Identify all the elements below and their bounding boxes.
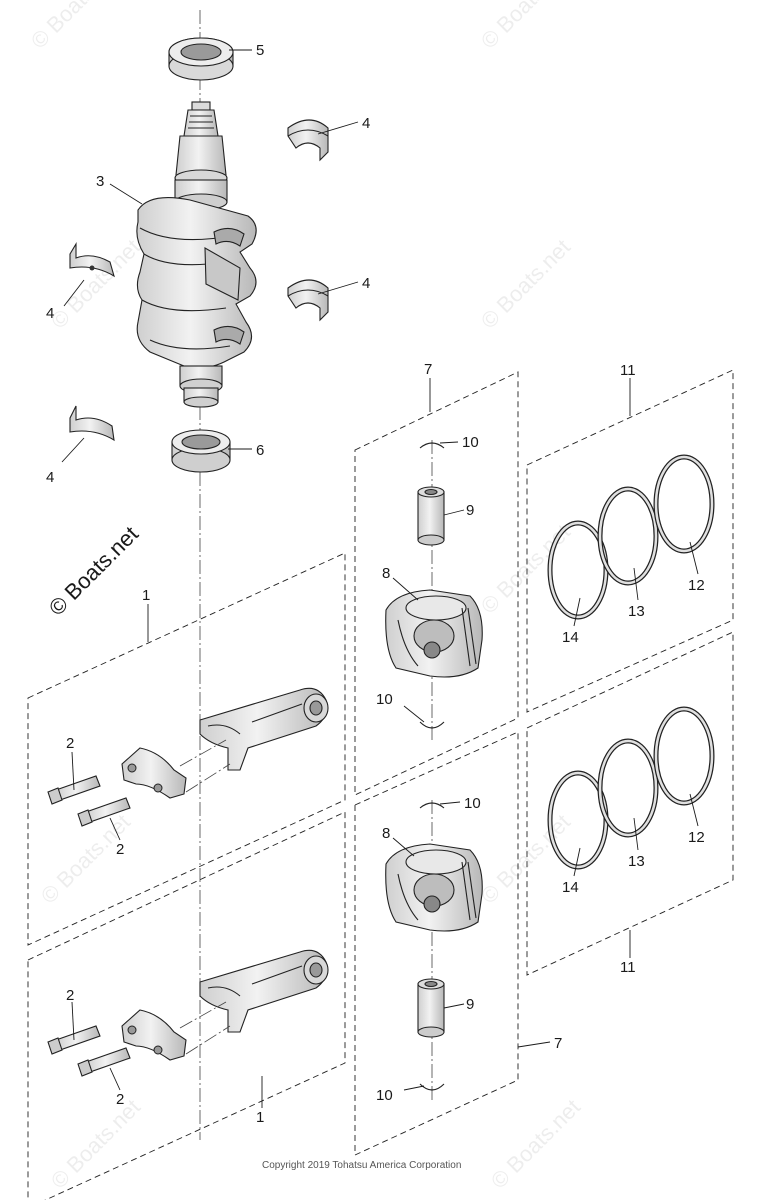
callout-9[interactable]: 9	[466, 996, 474, 1013]
callout-8[interactable]: 8	[382, 565, 390, 582]
watermark-main: © Boats.net	[44, 521, 143, 620]
callout-10[interactable]: 10	[462, 434, 479, 451]
watermark-text: © Boats.net	[26, 0, 125, 54]
callout-3[interactable]: 3	[96, 173, 104, 190]
rod-cap-upper	[121, 747, 187, 799]
rod-cap-lower	[121, 1009, 187, 1061]
callout-10[interactable]: 10	[376, 691, 393, 708]
piston-lower	[385, 843, 483, 932]
callout-12[interactable]: 12	[688, 577, 705, 594]
piston-ring-12-upper	[653, 454, 715, 554]
watermark-text: © Boats.net	[476, 0, 575, 54]
piston-ring-13-upper	[597, 486, 659, 586]
callout-2[interactable]: 2	[116, 841, 124, 858]
callout-4[interactable]: 4	[46, 469, 54, 486]
piston-ring-12-lower	[653, 706, 715, 806]
rod-center-line	[179, 739, 227, 767]
piston-group-box-upper	[354, 371, 519, 796]
rod-center-line	[179, 1001, 227, 1029]
rod-center-line	[185, 763, 231, 793]
connecting-rod-upper	[199, 687, 329, 771]
copyright-text: Copyright 2019 Tohatsu America Corporati…	[262, 1160, 461, 1171]
callout-4[interactable]: 4	[362, 275, 370, 292]
callout-7[interactable]: 7	[554, 1035, 562, 1052]
crankshaft	[136, 101, 257, 408]
callout-1[interactable]: 1	[256, 1109, 264, 1126]
rod-center-line	[185, 1025, 231, 1055]
piston-clip-lower	[419, 802, 445, 809]
piston-pin-upper	[417, 486, 445, 546]
callout-2[interactable]: 2	[66, 735, 74, 752]
callout-2[interactable]: 2	[116, 1091, 124, 1108]
callout-4[interactable]: 4	[362, 115, 370, 132]
watermark-text: © Boats.net	[476, 234, 575, 333]
callout-9[interactable]: 9	[466, 502, 474, 519]
callout-1[interactable]: 1	[142, 587, 150, 604]
main-bearing-left-upper	[69, 242, 115, 278]
callout-7[interactable]: 7	[424, 361, 432, 378]
callouts: 5 4 4 4 4 3 6 1 1 2 2 2 2 7 7 8 8 9 9 10…	[46, 42, 705, 1126]
rod-bolt-upper-a	[47, 775, 101, 805]
callout-12[interactable]: 12	[688, 829, 705, 846]
leader-lines	[61, 49, 699, 1108]
piston-ring-13-lower	[597, 738, 659, 838]
callout-4[interactable]: 4	[46, 305, 54, 322]
oil-seal-lower	[171, 429, 231, 473]
callout-2[interactable]: 2	[66, 987, 74, 1004]
callout-11[interactable]: 11	[620, 959, 636, 976]
watermark-text: © Boats.net	[46, 1094, 145, 1193]
watermark-text: © Boats.net	[46, 234, 145, 333]
con-rod-group-box-lower	[27, 811, 346, 1200]
main-bearing-right-lower	[287, 279, 329, 322]
connecting-rod-lower	[199, 949, 329, 1033]
rod-bolt-lower-a	[47, 1025, 101, 1055]
con-rod-group-box-upper	[27, 552, 346, 946]
rod-bolt-lower-b	[77, 1047, 131, 1077]
callout-5[interactable]: 5	[256, 42, 264, 59]
main-bearing-right-upper	[287, 119, 329, 162]
callout-8[interactable]: 8	[382, 825, 390, 842]
callout-11[interactable]: 11	[620, 362, 636, 379]
oil-seal-upper	[168, 37, 234, 81]
callout-13[interactable]: 13	[628, 603, 645, 620]
callout-13[interactable]: 13	[628, 853, 645, 870]
watermark-text: © Boats.net	[486, 1094, 585, 1193]
piston-clip-lower-b	[419, 1083, 445, 1091]
callout-10[interactable]: 10	[464, 795, 481, 812]
main-bearing-left-lower	[69, 405, 115, 442]
watermark-layer: © Boats.net © Boats.net © Boats.net © Bo…	[26, 0, 585, 1194]
callout-6[interactable]: 6	[256, 442, 264, 459]
callout-10[interactable]: 10	[376, 1087, 393, 1104]
piston-clip-upper-b	[419, 721, 445, 729]
callout-14[interactable]: 14	[562, 879, 579, 896]
callout-14[interactable]: 14	[562, 629, 579, 646]
piston-clip-upper	[419, 442, 445, 449]
ring-set-box-lower	[526, 631, 734, 976]
ring-set-box-upper	[526, 369, 734, 713]
piston-upper	[385, 589, 483, 678]
rod-bolt-upper-b	[77, 797, 131, 827]
piston-group-box-lower	[354, 731, 519, 1156]
piston-pin-lower	[417, 978, 445, 1038]
